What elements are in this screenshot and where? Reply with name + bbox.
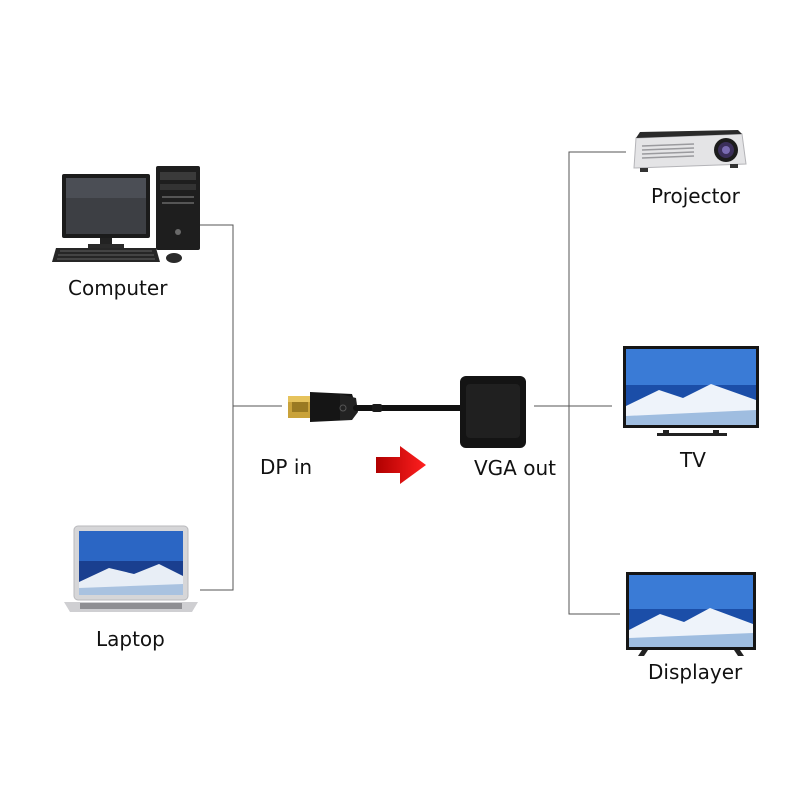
computer-label: Computer [68, 276, 168, 300]
displayer-icon [626, 572, 756, 656]
laptop-label: Laptop [96, 627, 165, 651]
tv-label: TV [680, 448, 706, 472]
displayport-plug-icon [288, 392, 358, 422]
dp-to-vga-adapter [288, 376, 526, 448]
displayer-label: Displayer [648, 660, 743, 684]
vga-port-icon [460, 376, 526, 448]
projector-connection-line [568, 151, 626, 615]
laptop-icon [64, 525, 198, 612]
vga-out-label: VGA out [474, 456, 556, 480]
computer-icon [52, 166, 200, 263]
dp-in-label: DP in [260, 455, 313, 479]
tv-icon [623, 346, 759, 436]
red-arrow-icon [376, 446, 426, 484]
laptop-connection-line [200, 406, 234, 591]
projector-label: Projector [651, 184, 740, 208]
computer-connection-line [200, 224, 234, 406]
projector-icon [633, 130, 747, 172]
